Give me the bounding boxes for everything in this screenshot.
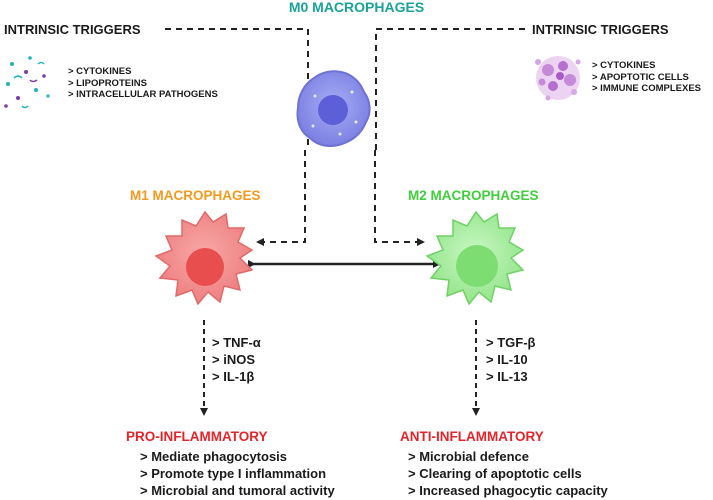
m2-title: M2 MACROPHAGES xyxy=(408,188,539,203)
right-triggers-title: INTRINSIC TRIGGERS xyxy=(532,22,669,37)
list-item: > Clearing of apoptotic cells xyxy=(408,466,582,481)
purple-macrophage-icon xyxy=(296,70,371,147)
list-item: > IL-13 xyxy=(486,369,528,384)
list-item: > Microbial defence xyxy=(408,449,530,464)
right-triggers-list: > CYTOKINES > APOPTOTIC CELLS > IMMUNE C… xyxy=(592,60,701,95)
right-trigger-connector xyxy=(375,28,525,150)
list-item: > TGF-β xyxy=(486,335,536,350)
list-item: > TNF-α xyxy=(212,335,261,350)
list-item: > IL-10 xyxy=(486,352,528,367)
list-item: > APOPTOTIC CELLS xyxy=(592,71,689,83)
anti-inflammatory-title: ANTI-INFLAMMATORY xyxy=(400,429,544,444)
cytokine-particles-icon xyxy=(4,56,50,109)
m2-markers: > TGF-β > IL-10 > IL-13 xyxy=(486,334,535,385)
m1-markers: > TNF-α > iNOS > IL-1β xyxy=(212,334,261,385)
red-macrophage-icon xyxy=(154,210,254,306)
apoptotic-cell-icon xyxy=(535,56,581,101)
list-item: > CYTOKINES xyxy=(68,66,132,77)
pro-inflammatory-title: PRO-INFLAMMATORY xyxy=(126,429,268,444)
list-item: > CYTOKINES xyxy=(592,60,656,71)
list-item: > INTRACELLULAR PATHOGENS xyxy=(68,89,218,100)
list-item: > iNOS xyxy=(212,352,255,367)
list-item: > Mediate phagocytosis xyxy=(140,449,288,464)
list-item: > IL-1β xyxy=(212,369,255,384)
list-item: > Microbial and tumoral activity xyxy=(140,483,335,498)
list-item: > IMMUNE COMPLEXES xyxy=(592,83,701,94)
list-item: > Increased phagocytic capacity xyxy=(408,483,608,498)
m0-to-m1-arrow xyxy=(256,150,306,246)
m0-title: M0 MACROPHAGES xyxy=(288,0,425,15)
m2-outcomes: > Microbial defence > Clearing of apopto… xyxy=(408,448,608,499)
left-triggers-title: INTRINSIC TRIGGERS xyxy=(4,22,141,37)
green-macrophage-icon xyxy=(425,210,525,306)
m1-outcomes: > Mediate phagocytosis > Promote type I … xyxy=(140,448,335,499)
m0-to-m2-arrow xyxy=(374,150,425,246)
left-triggers-list: > CYTOKINES > LIPOPROTEINS > INTRACELLUL… xyxy=(68,66,218,101)
list-item: > Promote type I inflammation xyxy=(140,466,327,481)
list-item: > LIPOPROTEINS xyxy=(68,77,147,89)
m1-title: M1 MACROPHAGES xyxy=(130,188,261,203)
